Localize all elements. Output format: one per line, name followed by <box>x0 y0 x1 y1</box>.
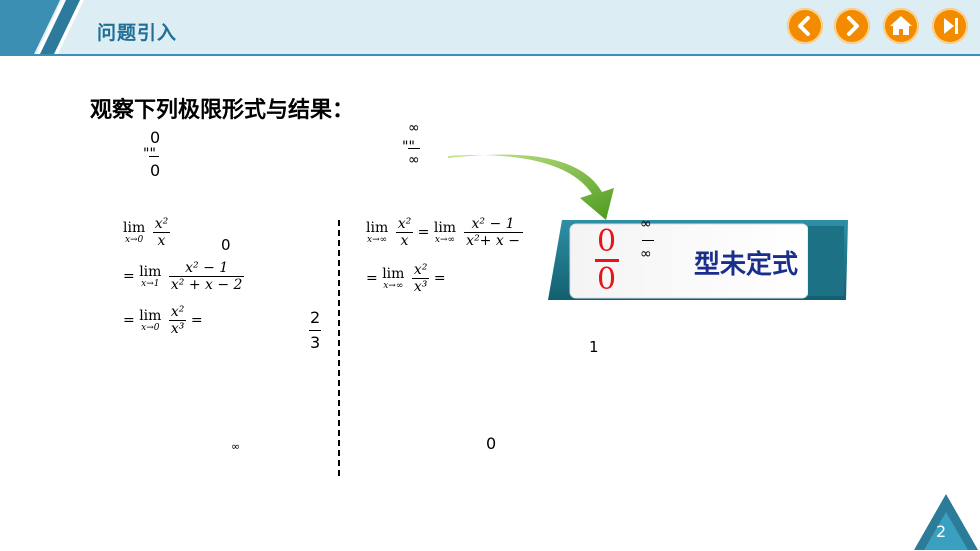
fraction-numerator: x² − 1 <box>463 216 523 233</box>
fraction-denominator: x²+ x − <box>466 233 520 249</box>
fraction-denominator: x³ <box>413 279 428 295</box>
page-corner <box>914 494 978 550</box>
callout-zero-bar <box>595 259 619 262</box>
form-zero-quotes: "" <box>143 146 156 162</box>
fraction-denominator: x <box>400 233 409 249</box>
form-zero-numerator: 0 <box>150 128 161 147</box>
fraction-denominator: x² + x − 2 <box>170 277 243 293</box>
header-accent-shape <box>0 0 84 54</box>
form-zero-denominator: 0 <box>150 161 161 180</box>
home-icon <box>890 16 912 35</box>
fraction-denominator: x <box>157 233 166 249</box>
form-zero-bar <box>149 156 159 157</box>
equals-sign: = <box>433 270 446 287</box>
result-two-thirds-numerator: 2 <box>310 308 321 327</box>
fraction-numerator: x² <box>152 216 171 233</box>
callout-banner <box>548 220 848 300</box>
equals-sign: = <box>417 224 430 241</box>
lim-label: lim <box>433 219 457 236</box>
home-button[interactable] <box>883 8 919 44</box>
equals-sign: = <box>123 268 135 285</box>
form-inf-bar <box>408 148 420 149</box>
section-heading: 观察下列极限形式与结果： <box>90 97 355 123</box>
right-result-one: 1 <box>589 338 599 356</box>
lim-label: lim <box>123 219 146 236</box>
callout-zero-numerator: 0 <box>597 224 617 259</box>
fraction-numerator: x² − 1 <box>168 260 245 277</box>
result-two-thirds-bar <box>309 330 321 331</box>
column-divider <box>338 220 340 476</box>
equals-sign: = <box>123 312 135 329</box>
callout-inf-numerator: ∞ <box>640 216 652 232</box>
callout-zero-denominator: 0 <box>597 262 617 297</box>
callout-inf-denominator: ∞ <box>640 246 652 262</box>
callout-inf-bar <box>642 240 654 241</box>
form-inf-numerator: ∞ <box>408 120 420 136</box>
lim-subscript: x→∞ <box>383 280 404 291</box>
result-two-thirds-denominator: 3 <box>310 333 321 352</box>
chevron-left-icon <box>798 16 810 36</box>
lim-subscript: x→0 <box>124 234 144 245</box>
lim-subscript: x→0 <box>141 322 160 333</box>
lim-subscript: x→∞ <box>434 234 456 245</box>
lim-label: lim <box>139 263 162 280</box>
skip-end-icon <box>944 18 958 34</box>
next-button[interactable] <box>834 8 870 44</box>
left-result-zero: 0 <box>221 236 231 254</box>
fraction-denominator: x³ <box>170 321 185 337</box>
form-inf-quotes: "" <box>402 139 415 155</box>
right-result-zero: 0 <box>486 434 497 453</box>
prev-button[interactable] <box>787 8 823 44</box>
equals-sign: = <box>366 270 378 287</box>
callout-label: 型未定式 <box>694 250 799 280</box>
form-inf-denominator: ∞ <box>408 152 420 168</box>
fraction-numerator: x² <box>168 304 187 321</box>
lim-label: lim <box>139 307 162 324</box>
equals-sign: = <box>190 312 203 329</box>
page-number: 2 <box>936 522 947 541</box>
fraction-numerator: x² <box>411 262 430 279</box>
lim-label: lim <box>382 265 405 282</box>
lim-label: lim <box>366 219 389 236</box>
lim-subscript: x→∞ <box>367 234 388 245</box>
page-title: 问题引入 <box>97 22 178 44</box>
arrow-icon <box>448 154 614 220</box>
end-button[interactable] <box>932 8 968 44</box>
fraction-numerator: x² <box>395 216 414 233</box>
left-infinity-mark: ∞ <box>231 440 241 453</box>
lim-subscript: x→1 <box>141 278 160 289</box>
chevron-right-icon <box>847 16 859 36</box>
